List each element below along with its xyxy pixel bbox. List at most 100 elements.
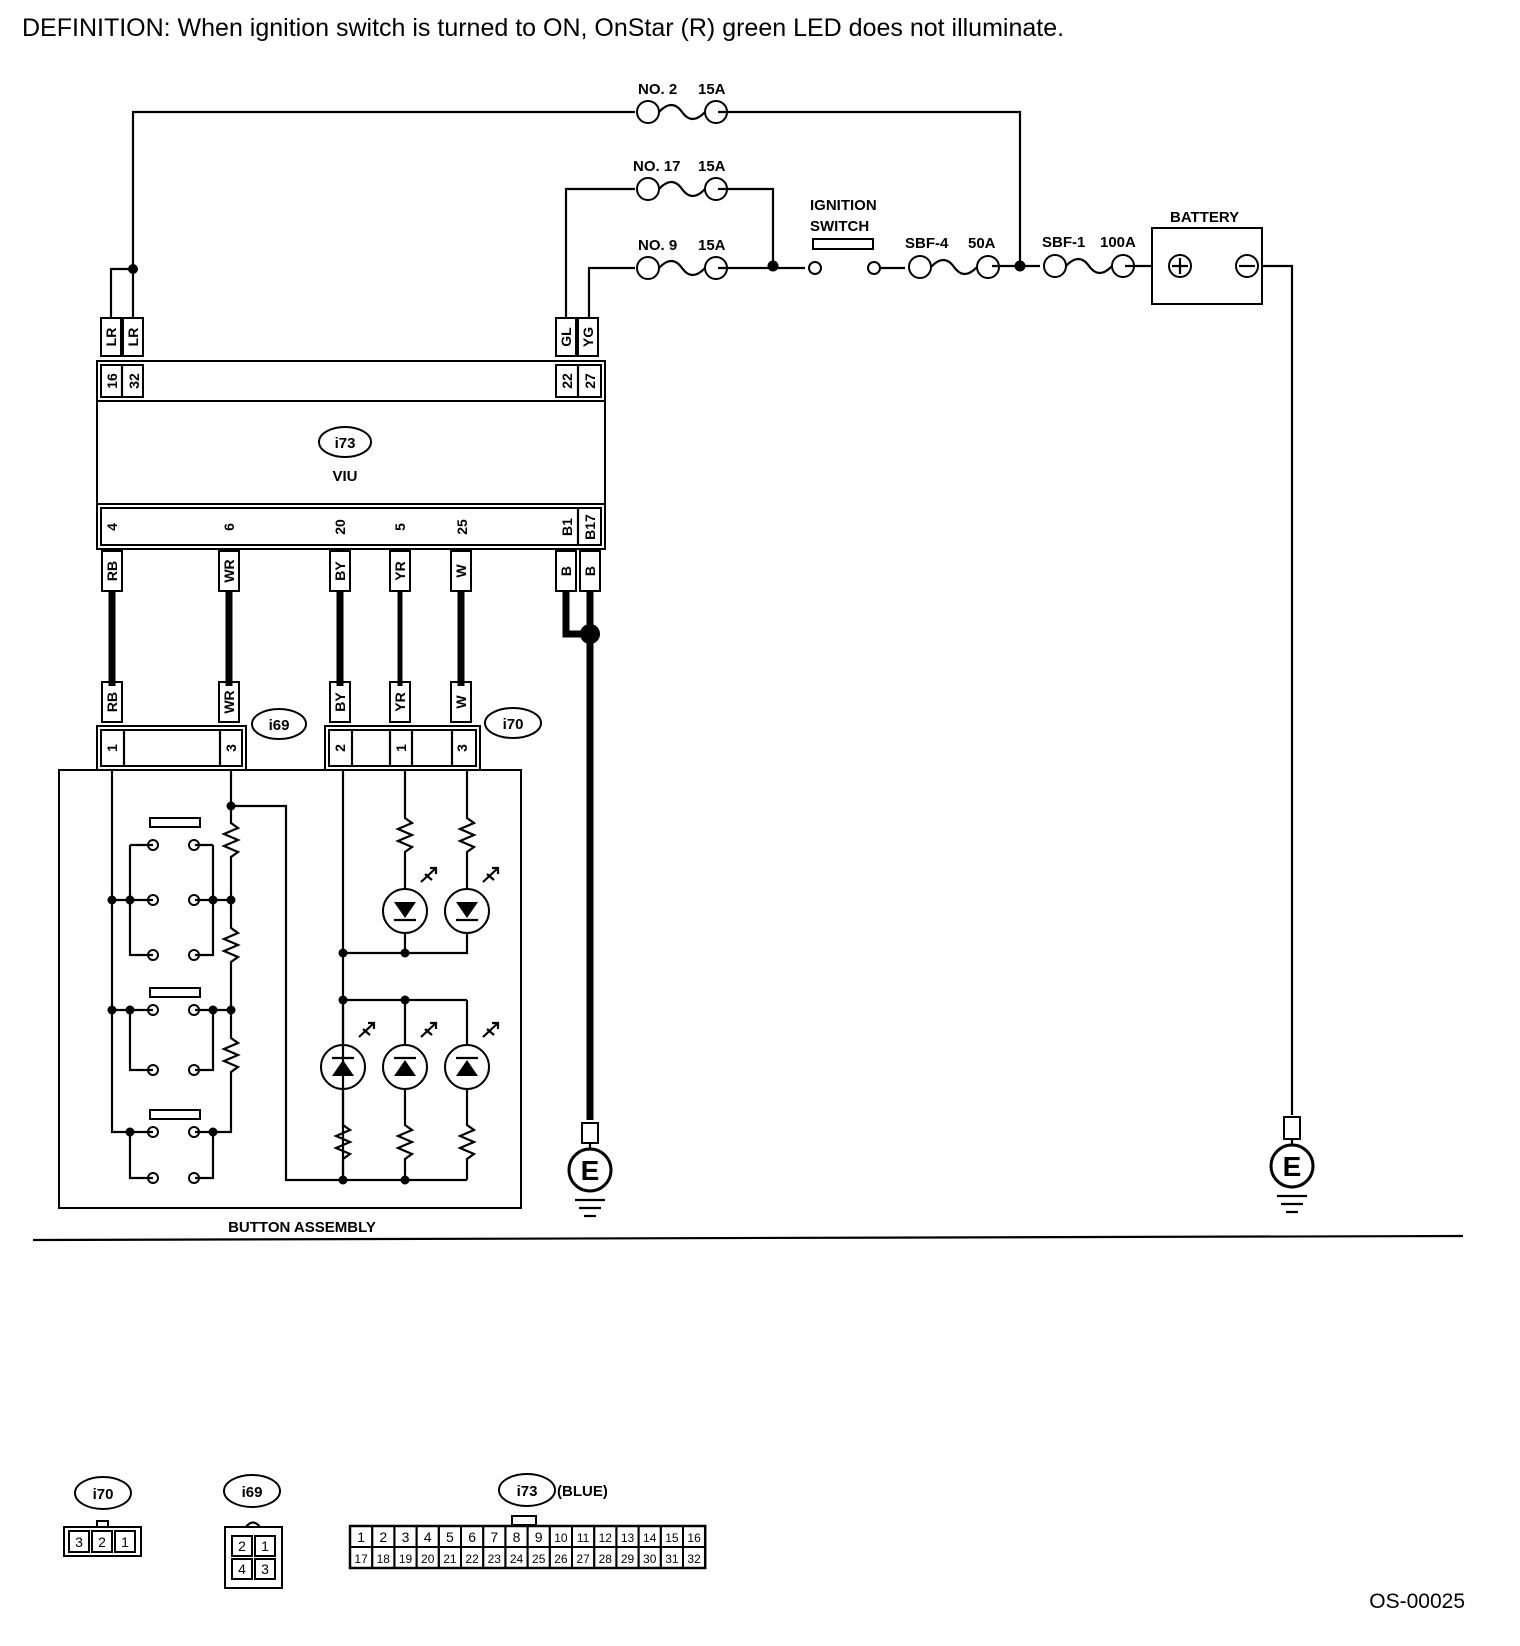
junction-battery-node	[1014, 260, 1026, 272]
legend-i73-cell: 5	[446, 1529, 454, 1545]
separator-line	[32, 1234, 1464, 1242]
led-icon	[382, 866, 438, 934]
legend-i73-cell: 27	[576, 1552, 590, 1566]
ground-label-battery: E	[1283, 1151, 1302, 1182]
fuse-no17-name: NO. 17	[633, 158, 681, 175]
viu-pin-32: 32	[126, 373, 142, 389]
i69-wire-wr: WR	[221, 690, 237, 713]
legend-i73-cell: 8	[513, 1529, 521, 1545]
legend-i73-cell: 16	[687, 1531, 701, 1545]
viu-pin-16: 16	[104, 373, 120, 389]
viu-pin-b1: B1	[559, 518, 575, 536]
fuse-no9-rating: 15A	[698, 237, 726, 254]
fuse-no9-name: NO. 9	[638, 237, 677, 254]
fuse-no2-rating: 15A	[698, 81, 726, 98]
legend-i69-cell: 4	[238, 1561, 246, 1577]
legend-i73-color: (BLUE)	[557, 1483, 608, 1500]
wire-lr-branch	[109, 267, 135, 318]
legend-i70-cell: 2	[98, 1534, 106, 1550]
viu-name: VIU	[332, 468, 357, 485]
button-assembly-label: BUTTON ASSEMBLY	[228, 1219, 376, 1236]
legend-i73-cell: 20	[421, 1552, 435, 1566]
wire-label-lr-32: LR	[125, 328, 141, 347]
battery-minus-icon	[1235, 254, 1259, 278]
ignition-label-line2: SWITCH	[810, 218, 869, 235]
legend-i73-cell: 13	[621, 1531, 635, 1545]
legend-i70-cell: 1	[121, 1534, 129, 1550]
battery-label: BATTERY	[1170, 209, 1239, 226]
viu-pin-22: 22	[559, 373, 575, 389]
i69-pin-1: 1	[104, 744, 120, 752]
junction-ign	[767, 260, 779, 272]
wire-label-yg: YG	[580, 327, 596, 347]
legend-i70: i70 3 2 1	[63, 1476, 142, 1557]
i70-pin-1: 1	[393, 744, 409, 752]
junction-lr	[128, 264, 138, 274]
legend-i73-cell: 4	[424, 1529, 432, 1545]
legend-i69-cell: 1	[261, 1538, 269, 1554]
legend-i73-cell: 15	[665, 1531, 679, 1545]
ground-icon: E	[1269, 1116, 1315, 1214]
viu-pin-4: 4	[104, 523, 120, 531]
ignition-switch: IGNITION SWITCH	[808, 197, 881, 275]
button-wire-labels: RB WR BY YR W	[101, 681, 472, 723]
viu-pin-5: 5	[392, 523, 408, 531]
viu-module: i73 VIU	[96, 360, 606, 550]
wire-no9-circuit	[587, 266, 805, 318]
legend-i73-cell: 18	[377, 1552, 391, 1566]
legend-i73-cell: 25	[532, 1552, 546, 1566]
legend-i69-label: i69	[242, 1484, 263, 1501]
legend-i73-cell: 21	[443, 1552, 457, 1566]
fuse-sbf4-name: SBF-4	[905, 235, 949, 252]
i70-code: i70	[503, 716, 524, 733]
wire-no2-circuit	[131, 110, 1022, 269]
led-icon	[320, 1021, 376, 1090]
wire-label-by: BY	[332, 561, 348, 581]
i70-wire-w: W	[453, 695, 469, 709]
fuse-sbf1-name: SBF-1	[1042, 234, 1085, 251]
wire-label-gl: GL	[558, 327, 574, 347]
led-icon	[444, 1021, 500, 1090]
legend-i73-cell: 31	[665, 1552, 679, 1566]
ground-label-viu: E	[581, 1155, 600, 1186]
legend-i73-cell: 23	[488, 1552, 502, 1566]
connector-i70: 2 1 3 i70	[324, 707, 542, 771]
fuse-sbf1: SBF-1 100A	[1042, 234, 1136, 278]
legend-i73-frame	[348, 1524, 707, 1570]
legend-i73-cell: 1	[357, 1529, 365, 1545]
legend-i73-cell: 3	[402, 1529, 410, 1545]
legend-i73-cell: 32	[687, 1552, 701, 1566]
button-assembly: BUTTON ASSEMBLY	[58, 769, 522, 1236]
wire-label-yr: YR	[392, 561, 408, 580]
fuse-sbf4-rating: 50A	[968, 235, 996, 252]
connector-i69: 1 3 i69	[96, 708, 307, 771]
legend-i70-cell: 3	[75, 1534, 83, 1550]
viu-top-wire-labels: LR LR GL YG	[100, 317, 599, 357]
legend-i73-cell: 28	[599, 1552, 613, 1566]
viu-pin-b17: B17	[582, 514, 598, 540]
viu-pin-20: 20	[332, 519, 348, 535]
legend-i73-cell: 10	[554, 1531, 568, 1545]
battery: BATTERY	[1151, 209, 1263, 305]
i69-code: i69	[269, 717, 290, 734]
battery-plus-icon	[1168, 254, 1192, 278]
legend-i73-cell: 14	[643, 1531, 657, 1545]
i70-wire-by: BY	[332, 692, 348, 712]
junction-ground	[580, 624, 600, 644]
i69-pin-3: 3	[223, 744, 239, 752]
legend-i70-label: i70	[93, 1486, 114, 1503]
fuse-no9: NO. 9 15A	[636, 237, 728, 280]
legend-i73-cell: 29	[621, 1552, 635, 1566]
legend-i73-cell: 6	[468, 1529, 476, 1545]
wire-label-b1: B	[558, 566, 574, 576]
legend-i73-cell: 30	[643, 1552, 657, 1566]
viu-connector-oval	[318, 426, 372, 458]
legend-i73-cell: 24	[510, 1552, 524, 1566]
i70-pin-2: 2	[332, 744, 348, 752]
wire-no17-circuit	[564, 187, 775, 318]
legend-i73-cell: 17	[354, 1552, 368, 1566]
definition-text: DEFINITION: When ignition switch is turn…	[22, 14, 1064, 42]
wire-label-wr: WR	[221, 559, 237, 582]
